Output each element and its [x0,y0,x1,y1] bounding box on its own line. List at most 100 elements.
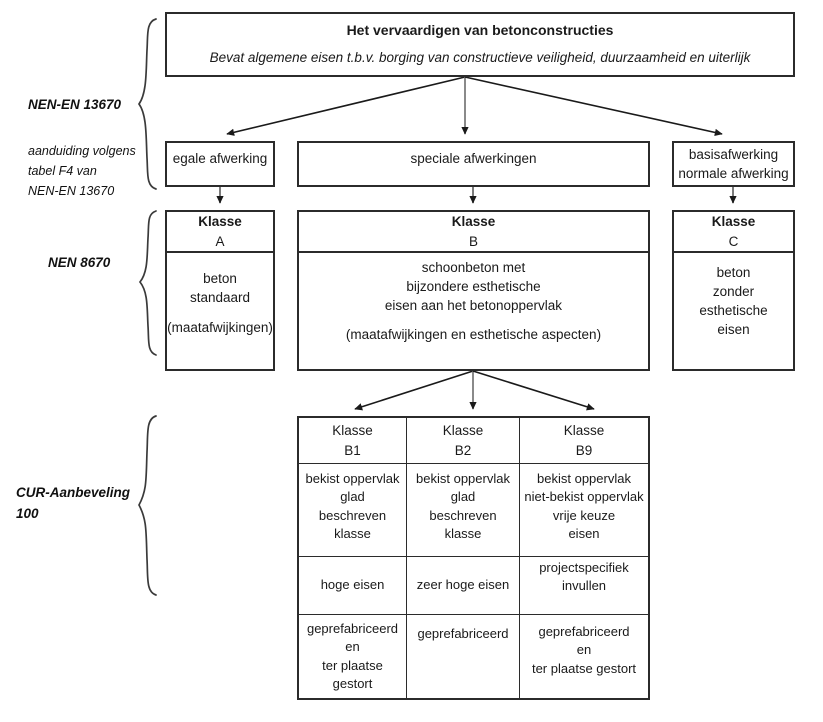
klasse-a-body-line3: (maatafwijkingen) [167,319,273,335]
subtable-b2-properties: bekist oppervlak glad beschreven klasse [407,464,519,557]
finish-box-speciale: speciale afwerkingen [297,141,650,187]
side-label-nen-en-13670: NEN-EN 13670 [28,97,121,112]
arrow-b-to-b1 [354,370,474,411]
subtable-b2-production: geprefabriceerd [407,615,519,698]
subtable-b9-prod-line1: geprefabriceerd [538,624,630,639]
subtable-b9-eisen-line2: invullen [561,578,607,594]
klasse-b-body-line3: eisen aan het betonoppervlak [384,298,563,314]
side-label-nen-en-13670-text: NEN-EN 13670 [28,97,122,112]
subtable-b1-prod-line1: geprefabriceerd [306,620,399,636]
finish-box-egale-label: egale afwerking [172,151,268,166]
klasse-c-head-line2: C [728,233,739,249]
klasse-c-header: Klasse C [674,212,793,253]
finish-box-basis: basisafwerking normale afwerking [672,141,795,187]
subtable-b9-production: geprefabriceerd en ter plaatse gestort [520,615,648,698]
klasse-b-body-line2: bijzondere esthetische [406,279,541,295]
subtable-b2-prod-line1: geprefabriceerd [417,626,509,641]
subtable-b1-eisen-line1: hoge eisen [320,577,385,593]
klasse-a-body: beton standaard (maatafwijkingen) [167,253,273,369]
subtable-b1-header: Klasse B1 [299,418,406,464]
subtable-b9-head-line1: Klasse [563,423,605,439]
finish-box-basis-line2: normale afwerking [678,166,789,181]
subtable-b1-props-line1: bekist oppervlak [305,471,400,486]
klasse-c-head-line1: Klasse [711,214,756,230]
klasse-a-header: Klasse A [167,212,273,253]
brace-nen-8670 [138,210,157,356]
arrow-b-to-b9 [472,370,595,411]
klasse-b-body-line4: (maatafwijkingen en esthetische aspecten… [345,327,602,343]
subtable-b9-props-line4: eisen [568,526,600,542]
subtable-b2-props-line1: bekist oppervlak [416,471,510,486]
klasse-b-header: Klasse B [299,212,648,253]
side-label-nen-8670-text: NEN 8670 [48,255,111,270]
subtable-column-b9: Klasse B9 bekist oppervlak niet-bekist o… [520,418,648,698]
subtable-b2-eisen-line1: zeer hoge eisen [416,577,510,593]
subtable-b2-header: Klasse B2 [407,418,519,464]
subtable-b9-props-line2: niet-bekist oppervlak [524,489,644,505]
klasse-a-head-line2: A [215,233,225,249]
subtable-b2-props-line3: beschreven [429,507,497,523]
subtable-b1-eisen: hoge eisen [299,557,406,615]
klasse-b-head-line2: B [468,233,478,249]
subtable-b1-prod-line3: ter plaatse [322,657,383,673]
subtable-column-b2: Klasse B2 bekist oppervlak glad beschrev… [407,418,520,698]
klasse-b-head-line1: Klasse [451,214,496,230]
klasse-a-box: Klasse A beton standaard (maatafwijkinge… [165,210,275,371]
subtable-b9-properties: bekist oppervlak niet-bekist oppervlak v… [520,464,648,557]
klasse-c-body-line1: beton [716,264,751,280]
subtable-b1-props-line2: glad [340,489,365,505]
finish-box-basis-line1: basisafwerking [688,146,779,162]
subtable-b9-prod-line3: ter plaatse gestort [531,660,637,676]
klasse-c-box: Klasse C beton zonder esthetische eisen [672,210,795,371]
subtable-b2-props-line4: klasse [444,526,482,542]
subtable-b1-props-line3: beschreven [318,507,387,523]
side-label-aanduiding-line3: NEN-EN 13670 [28,184,115,198]
brace-cur-aanbeveling [138,415,157,596]
subtable-b9-header: Klasse B9 [520,418,648,464]
subtable-b9-eisen-line1: projectspecifiek [539,560,629,575]
subtable-b1-props-line4: klasse [334,526,371,542]
subtable-b1-properties: bekist oppervlak glad beschreven klasse [299,464,406,557]
klasse-c-body-line3: esthetische [699,303,768,318]
title-box-subtitle: Bevat algemene eisen t.b.v. borging van … [209,50,751,66]
finish-box-egale: egale afwerking [165,141,275,187]
klasse-c-body-line2: zonder [712,283,755,299]
subtable-column-b1: Klasse B1 bekist oppervlak glad beschrev… [299,418,407,698]
klasse-a-head-line1: Klasse [198,214,242,230]
subtable-b9-props-line1: bekist oppervlak [537,471,631,486]
subtable-b1-head-line2: B1 [344,442,361,458]
subtable-b9-prod-line2: en [576,642,592,658]
subtable-b1-prod-line2: en [345,639,360,655]
title-box-heading: Het vervaardigen van betonconstructies [346,22,614,39]
side-label-aanduiding-line2: tabel F4 van [28,164,97,178]
klasse-b-body-line1: schoonbeton met [421,260,526,275]
klasse-c-body-line4: eisen [717,322,750,338]
klasse-b-box: Klasse B schoonbeton met bijzondere esth… [297,210,650,371]
subtable-b2-head-line1: Klasse [442,423,484,439]
subtable-b9-props-line3: vrije keuze [552,507,616,523]
subtable-b1-head-line1: Klasse [332,423,373,439]
klasse-c-body: beton zonder esthetische eisen [674,253,793,369]
side-label-cur-line1: CUR-Aanbeveling [16,485,131,500]
subtable-b9-eisen: projectspecifiek invullen [520,557,648,615]
side-label-aanduiding: aanduiding volgens tabel F4 van NEN-EN 1… [28,141,136,201]
side-label-cur-line2: 100 [16,505,39,521]
subtable-b1-production: geprefabriceerd en ter plaatse gestort [299,615,406,698]
subtable-b2-props-line2: glad [450,489,476,505]
subtable-b9-head-line2: B9 [575,442,593,458]
side-label-nen-8670: NEN 8670 [48,255,110,270]
klasse-a-body-line2: standaard [189,290,251,306]
subtable-b2-eisen: zeer hoge eisen [407,557,519,615]
klasse-b-subtable: Klasse B1 bekist oppervlak glad beschrev… [297,416,650,700]
arrow-title-to-egale [226,76,466,136]
side-label-aanduiding-line1: aanduiding volgens [28,144,136,158]
klasse-b-body: schoonbeton met bijzondere esthetische e… [299,253,648,369]
brace-nen-en-13670 [137,18,157,190]
subtable-b2-head-line2: B2 [454,442,472,458]
side-label-cur-aanbeveling: CUR-Aanbeveling 100 [16,483,130,525]
title-box: Het vervaardigen van betonconstructies B… [165,12,795,77]
subtable-b1-prod-line4: gestort [332,675,373,691]
finish-box-speciale-label: speciale afwerkingen [410,151,537,166]
arrow-title-to-basis [464,76,723,137]
